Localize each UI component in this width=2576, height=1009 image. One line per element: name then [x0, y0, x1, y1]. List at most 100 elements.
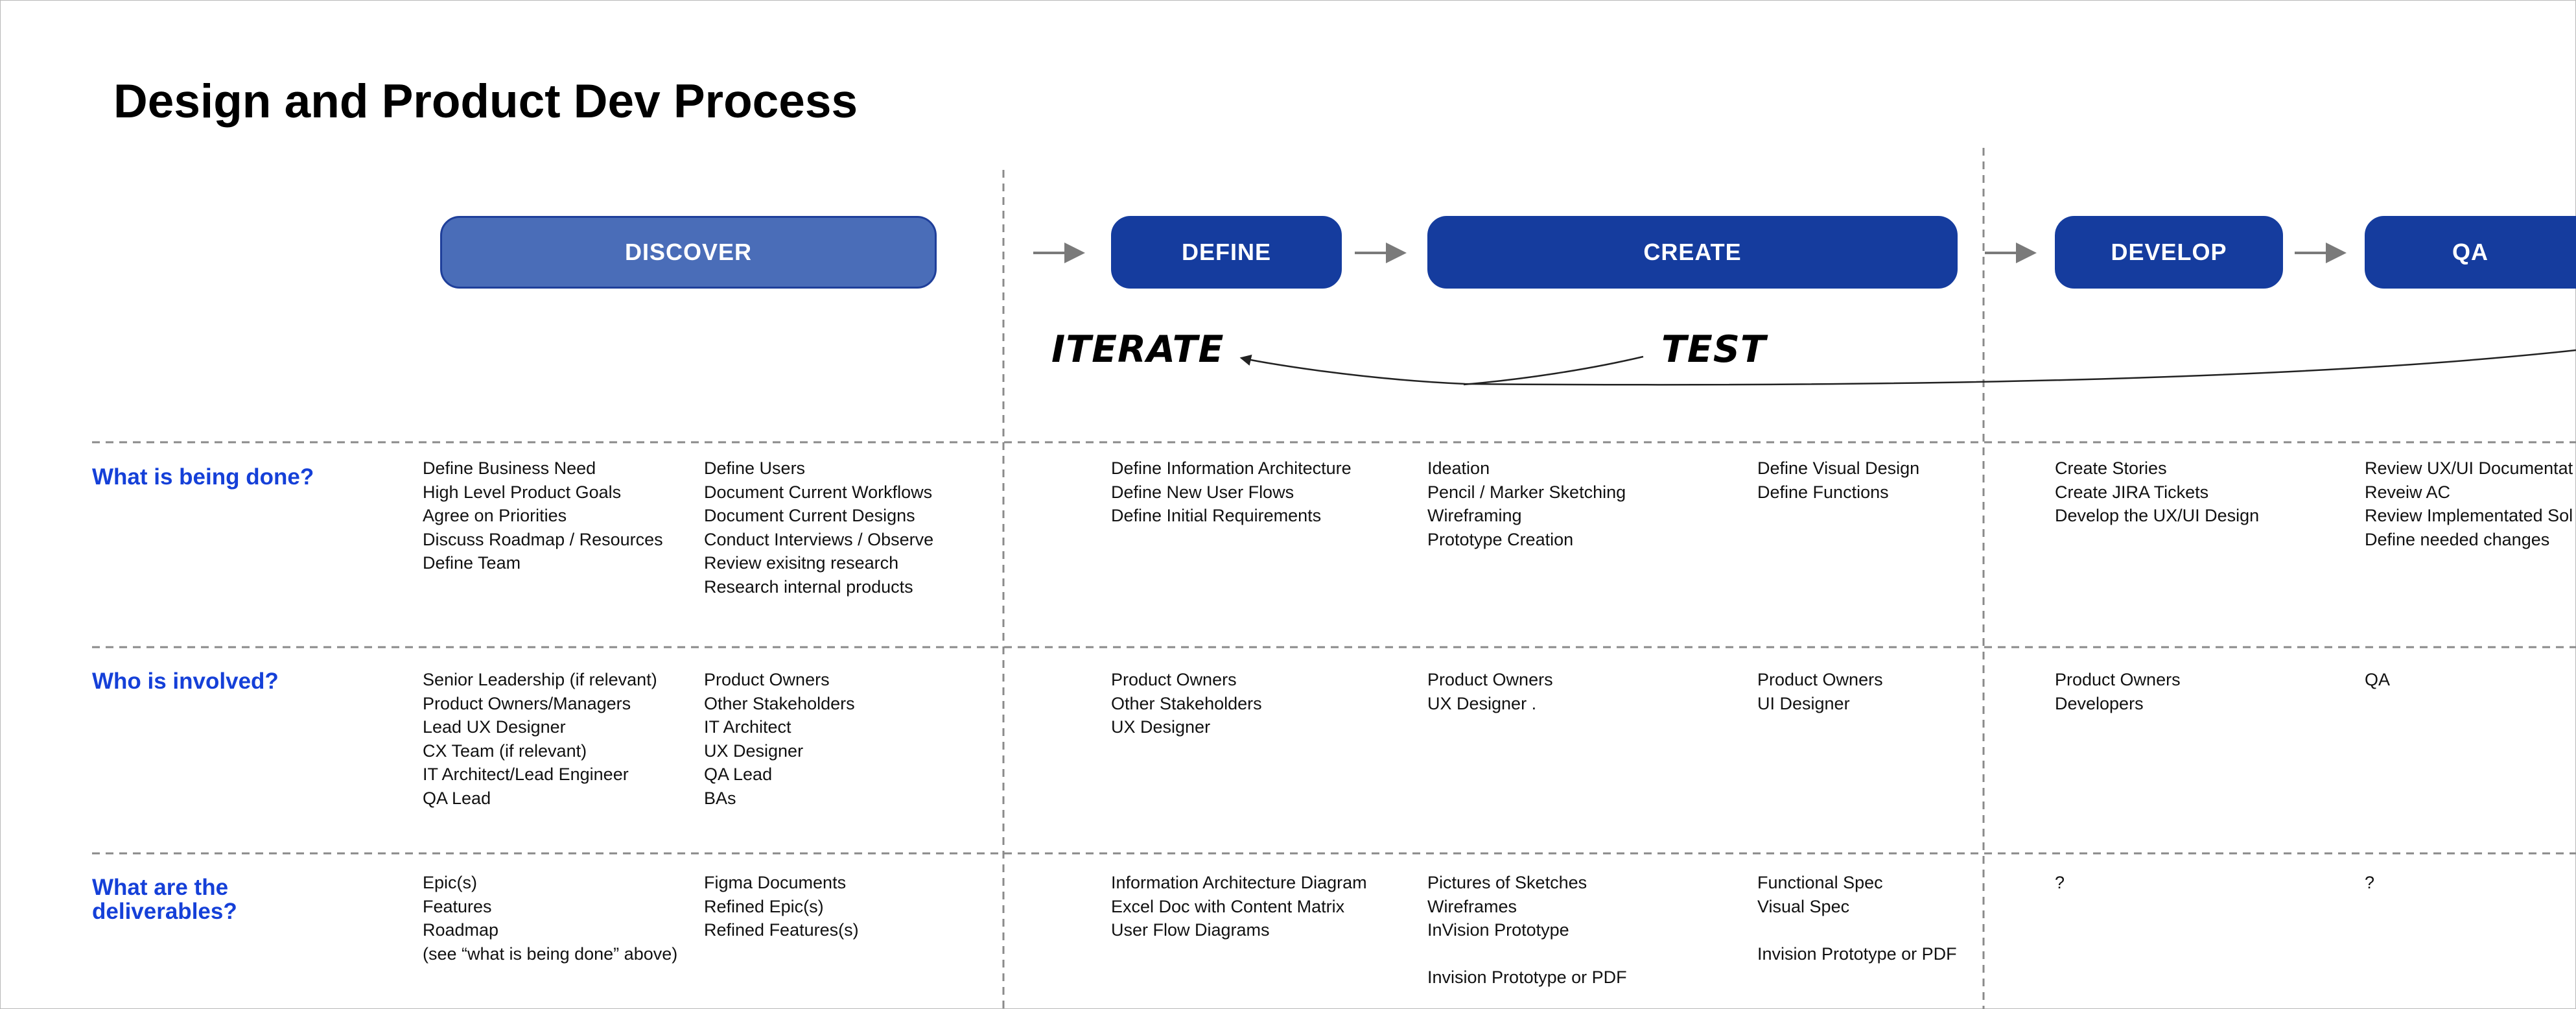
- who-discover-col1-item: Product Owners/Managers: [423, 693, 631, 713]
- phase-develop: DEVELOP: [2055, 216, 2283, 289]
- who-discover-col1-item: IT Architect/Lead Engineer: [423, 765, 629, 784]
- done-discover-col2-item: Define Users: [704, 458, 806, 478]
- done-discover-col1-item: Define Business Need: [423, 458, 596, 478]
- phase-create-label: CREATE: [1643, 239, 1742, 265]
- deliverables-qa-col: ?: [2365, 871, 2374, 895]
- done-discover-col1-item: Define Team: [423, 553, 521, 573]
- who-discover-col2-item: BAs: [704, 788, 736, 808]
- done-discover-col1-item: Discuss Roadmap / Resources: [423, 529, 663, 549]
- done-define-col-item: Define New User Flows: [1111, 482, 1294, 502]
- done-create-col1-item: Wireframing: [1427, 506, 1522, 525]
- deliverables-discover-col1-item: (see “what is being done” above): [423, 944, 678, 964]
- who-discover-col1-item: QA Lead: [423, 788, 491, 808]
- who-discover-col1-item: Lead UX Designer: [423, 717, 566, 737]
- deliverables-discover-col1-item: Features: [423, 896, 492, 916]
- phase-create: CREATE: [1427, 216, 1958, 289]
- who-discover-col2-item: Product Owners: [704, 670, 830, 689]
- test-label: TEST: [1661, 328, 1766, 371]
- deliverables-qa-col-item: ?: [2365, 873, 2375, 892]
- deliverables-define-col-item: User Flow Diagrams: [1111, 920, 1270, 940]
- who-discover-col1-item: Senior Leadership (if relevant): [423, 670, 657, 689]
- deliverables-create-col2-item: [1757, 918, 1957, 942]
- who-qa-col: QA: [2365, 668, 2390, 692]
- phase-develop-label: DEVELOP: [2111, 239, 2227, 265]
- deliverables-create-col1-item: Wireframes: [1427, 896, 1517, 916]
- done-define-col-item: Define Initial Requirements: [1111, 506, 1322, 525]
- deliverables-develop-col: ?: [2055, 871, 2065, 895]
- who-create-col2-item: Product Owners: [1757, 670, 1883, 689]
- who-discover-col1-item: CX Team (if relevant): [423, 741, 587, 761]
- row-label-deliverables-line1: What are the: [92, 875, 229, 900]
- deliverables-discover-col2-item: Refined Epic(s): [704, 896, 824, 916]
- loop-curve-to-iterate: [1239, 349, 2576, 386]
- deliverables-create-col2-item: Functional Spec: [1757, 873, 1883, 892]
- done-qa-col-item: Review UX/UI Documentat: [2365, 458, 2573, 478]
- loop-curve-test: [1463, 355, 1644, 386]
- deliverables-develop-col-item: ?: [2055, 873, 2065, 892]
- phase-discover: DISCOVER: [440, 216, 937, 289]
- deliverables-create-col2-item: Visual Spec: [1757, 896, 1850, 916]
- deliverables-create-col1-item: Invision Prototype or PDF: [1427, 967, 1627, 987]
- done-create-col2-item: Define Functions: [1757, 482, 1889, 502]
- deliverables-define-col-item: Information Architecture Diagram: [1111, 873, 1367, 892]
- done-discover-col2-item: Document Current Workflows: [704, 482, 933, 502]
- who-qa-col-item: QA: [2365, 670, 2391, 689]
- row-label-who-involved: Who is involved?: [92, 669, 279, 694]
- done-qa-col-item: Review Implementated Sol: [2365, 506, 2573, 525]
- deliverables-discover-col1-item: Roadmap: [423, 920, 499, 940]
- deliverables-create-col2-item: Invision Prototype or PDF: [1757, 944, 1957, 964]
- deliverables-discover-col1-item: Epic(s): [423, 873, 478, 892]
- row-label-deliverables: What are the deliverables?: [92, 875, 377, 923]
- deliverables-discover-col2-item: Refined Features(s): [704, 920, 859, 940]
- done-discover-col2-item: Research internal products: [704, 576, 913, 597]
- done-discover-col2-item: Review exisitng research: [704, 553, 899, 573]
- done-discover-col2-item: Conduct Interviews / Observe: [704, 529, 934, 549]
- done-discover-col2-item: Document Current Designs: [704, 506, 915, 525]
- deliverables-discover-col2-item: Figma Documents: [704, 873, 847, 892]
- deliverables-create-col1-item: [1427, 942, 1627, 966]
- phase-qa-label: QA: [2452, 239, 2488, 265]
- who-create-col1: Product Owners UX Designer .: [1427, 668, 1553, 715]
- who-create-col2-item: UI Designer: [1757, 693, 1850, 713]
- phase-define-label: DEFINE: [1181, 239, 1271, 265]
- who-create-col1-item: Product Owners: [1427, 670, 1553, 689]
- done-create-col1-item: Ideation: [1427, 458, 1490, 478]
- who-develop-col-item: Product Owners: [2055, 670, 2181, 689]
- done-qa-col-item: Reveiw AC: [2365, 482, 2451, 502]
- done-discover-col1-item: Agree on Priorities: [423, 506, 567, 525]
- done-create-col1-item: Prototype Creation: [1427, 529, 1574, 549]
- done-qa-col-item: Define needed changes: [2365, 529, 2550, 549]
- who-define-col-item: Product Owners: [1111, 670, 1237, 689]
- who-discover-col2-item: Other Stakeholders: [704, 693, 855, 713]
- done-define-col-item: Define Information Architecture: [1111, 458, 1352, 478]
- done-discover-col1-item: High Level Product Goals: [423, 482, 622, 502]
- deliverables-create-col1-item: InVision Prototype: [1427, 920, 1569, 940]
- who-define-col-item: UX Designer: [1111, 717, 1211, 737]
- iterate-label: ITERATE: [1051, 328, 1224, 371]
- who-discover-col2-item: IT Architect: [704, 717, 791, 737]
- who-develop-col-item: Developers: [2055, 693, 2144, 713]
- who-create-col1-item: UX Designer .: [1427, 693, 1537, 713]
- who-create-col2: Product Owners UI Designer: [1757, 668, 1883, 715]
- phase-discover-label: DISCOVER: [624, 239, 753, 265]
- deliverables-create-col1-item: Pictures of Sketches: [1427, 873, 1587, 892]
- page-title: Design and Product Dev Process: [113, 75, 858, 128]
- done-create-col1-item: Pencil / Marker Sketching: [1427, 482, 1626, 502]
- done-develop-col-item: Create JIRA Tickets: [2055, 482, 2209, 502]
- who-discover-col1: Senior Leadership (if relevant) Product O…: [423, 668, 657, 810]
